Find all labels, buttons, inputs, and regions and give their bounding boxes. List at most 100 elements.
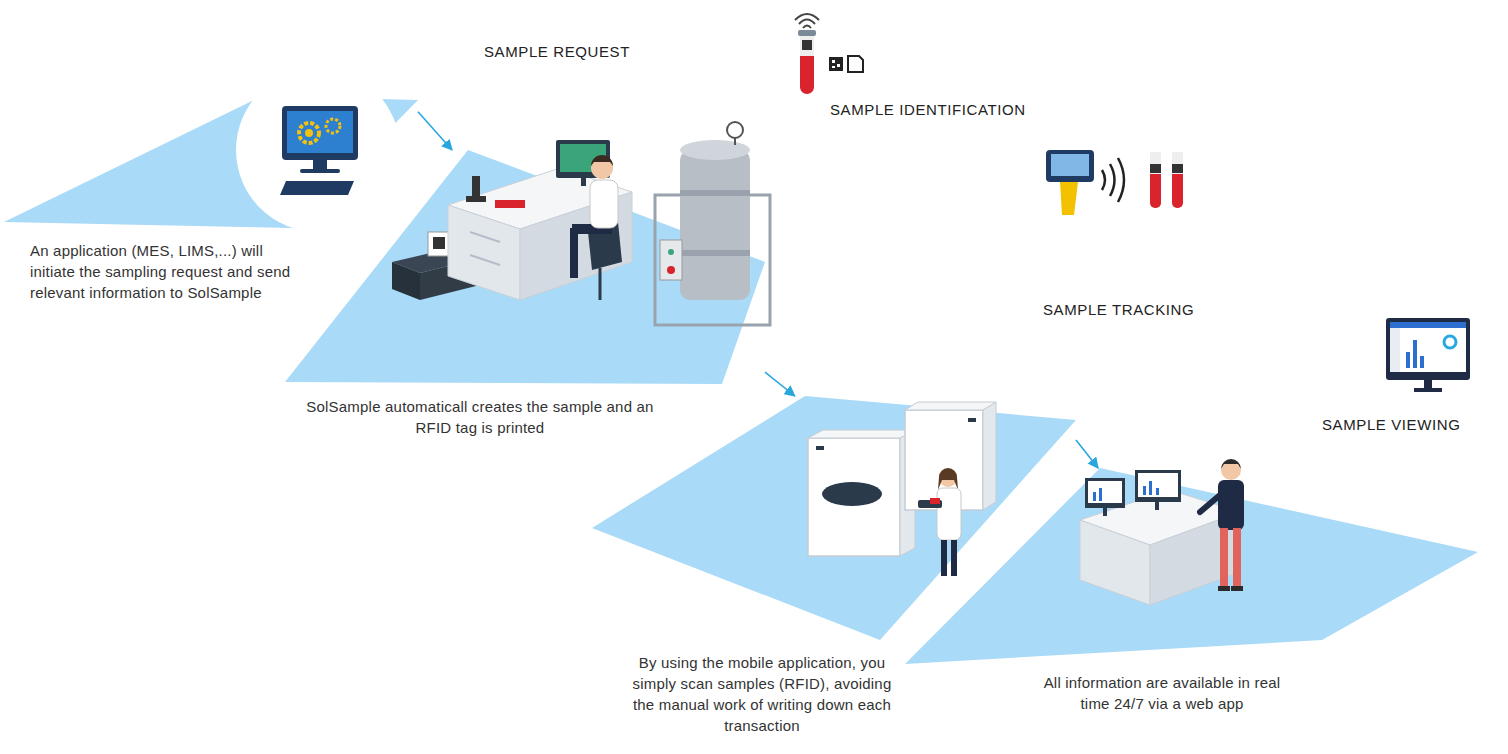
lab-desk-scene	[472, 176, 480, 198]
stage-platform: All information are available in real ti…	[905, 468, 1478, 664]
incubator-scene	[938, 468, 958, 490]
incubator-scene	[808, 438, 900, 556]
computer-icon	[300, 169, 340, 173]
computer-icon	[282, 106, 358, 160]
incubator-scene	[941, 540, 947, 576]
dashboard-monitor-icon	[1424, 380, 1432, 388]
incubator-scene	[930, 498, 940, 504]
rfid-scanner-icon	[1150, 164, 1161, 173]
incubator-scene	[951, 540, 957, 576]
viewing-desk-scene	[1088, 481, 1122, 503]
viewing-desk-scene	[1221, 460, 1241, 480]
rfid-tube-icon	[832, 66, 835, 68]
computer-icon	[313, 160, 327, 169]
computer-icon	[326, 119, 340, 133]
lab-desk-scene	[667, 266, 675, 274]
rfid-scanner-icon	[1110, 164, 1115, 196]
stage-title: SAMPLE VIEWING	[1322, 416, 1460, 434]
rfid-tube-icon	[800, 32, 814, 94]
incubator-scene	[905, 402, 996, 410]
dashboard-monitor-icon	[1390, 322, 1466, 328]
incubator-scene	[983, 402, 996, 510]
rfid-tube-icon	[798, 30, 816, 36]
viewing-desk-scene	[1143, 486, 1146, 495]
viewing-desk-scene	[1155, 502, 1159, 510]
stage-title: SAMPLE IDENTIFICATION	[830, 101, 1026, 119]
rfid-scanner-icon	[1046, 150, 1183, 215]
incubator-scene	[808, 430, 915, 438]
flow-arrow	[418, 112, 452, 150]
platform-outline	[592, 396, 1076, 640]
dashboard-monitor-icon	[1414, 388, 1442, 392]
viewing-desk-scene	[1218, 480, 1244, 530]
lab-desk-scene	[680, 190, 750, 196]
rfid-tube-icon	[848, 56, 863, 72]
viewing-desk-scene	[1231, 586, 1243, 591]
viewing-desk-scene	[1218, 586, 1230, 591]
lab-desk-scene	[448, 205, 520, 300]
viewing-desk-scene	[1085, 478, 1125, 508]
viewing-desk-scene	[1220, 528, 1228, 588]
viewing-desk-scene	[1093, 492, 1096, 501]
lab-desk-scene	[680, 250, 750, 256]
platform-shape	[4, 96, 418, 228]
viewing-desk-scene	[1135, 470, 1181, 502]
viewing-desk-scene	[1099, 488, 1102, 501]
lab-desk-scene	[433, 237, 445, 249]
rfid-scanner-icon	[1102, 170, 1105, 190]
viewing-desk-scene	[1221, 459, 1241, 469]
stage-caption: All information are available in real ti…	[1031, 672, 1293, 714]
computer-icon	[287, 111, 353, 153]
viewing-desk-scene	[1138, 473, 1178, 497]
flow-arrow	[765, 372, 795, 396]
dashboard-monitor-icon	[1390, 328, 1400, 372]
lab-desk-scene	[660, 240, 682, 280]
rfid-scanner-icon	[1172, 152, 1183, 174]
stage-title: SAMPLE REQUEST	[484, 43, 630, 61]
incubator-scene	[822, 482, 882, 506]
flow-arrow	[1076, 440, 1098, 468]
lab-desk-scene	[590, 180, 618, 228]
lab-desk-scene	[466, 196, 486, 202]
lab-desk-scene	[470, 232, 500, 242]
dashboard-monitor-icon	[1444, 336, 1456, 348]
lab-desk-scene	[570, 228, 578, 278]
incubator-scene	[968, 418, 976, 422]
lab-desk-scene	[495, 200, 525, 208]
rfid-tube-icon	[829, 57, 843, 71]
lab-desk-scene	[591, 155, 613, 166]
rfid-tube-icon	[837, 64, 840, 67]
stage-platform: An application (MES, LIMS,...) will init…	[4, 96, 418, 228]
incubator-scene	[937, 488, 961, 540]
rfid-scanner-icon	[1060, 182, 1078, 215]
stage-platform: SolSample automaticall creates the sampl…	[285, 150, 765, 384]
rfid-tube-icon	[802, 40, 812, 50]
platform-outline	[285, 150, 765, 384]
rfid-tube-icon	[799, 20, 815, 25]
stage-caption: By using the mobile application, you sim…	[631, 652, 893, 736]
platform-outline	[4, 96, 418, 228]
computer-icon	[280, 181, 354, 195]
rfid-tube-icon	[832, 60, 835, 63]
platform-outline	[905, 468, 1478, 664]
dashboard-monitor-icon	[1413, 340, 1417, 368]
viewing-desk-scene	[1233, 528, 1241, 588]
rfid-scanner-icon	[1150, 152, 1161, 208]
rfid-scanner-icon	[1118, 158, 1124, 202]
rfid-scanner-icon	[1150, 152, 1161, 174]
viewing-desk-scene	[1149, 481, 1152, 495]
dashboard-monitor-icon	[1406, 352, 1410, 368]
computer-icon	[236, 68, 400, 232]
viewing-desk-scene	[1103, 508, 1107, 516]
lab-desk-scene	[727, 122, 743, 138]
lab-desk-scene	[581, 178, 586, 186]
platform-shape	[285, 150, 765, 384]
dashboard-monitor-icon	[1386, 318, 1470, 380]
rfid-tube-icon	[803, 26, 811, 29]
lab-desk-scene	[428, 232, 450, 256]
lab-desk-scene	[599, 268, 602, 300]
platform-shape	[905, 468, 1478, 664]
stage-caption: SolSample automaticall creates the sampl…	[300, 396, 660, 438]
